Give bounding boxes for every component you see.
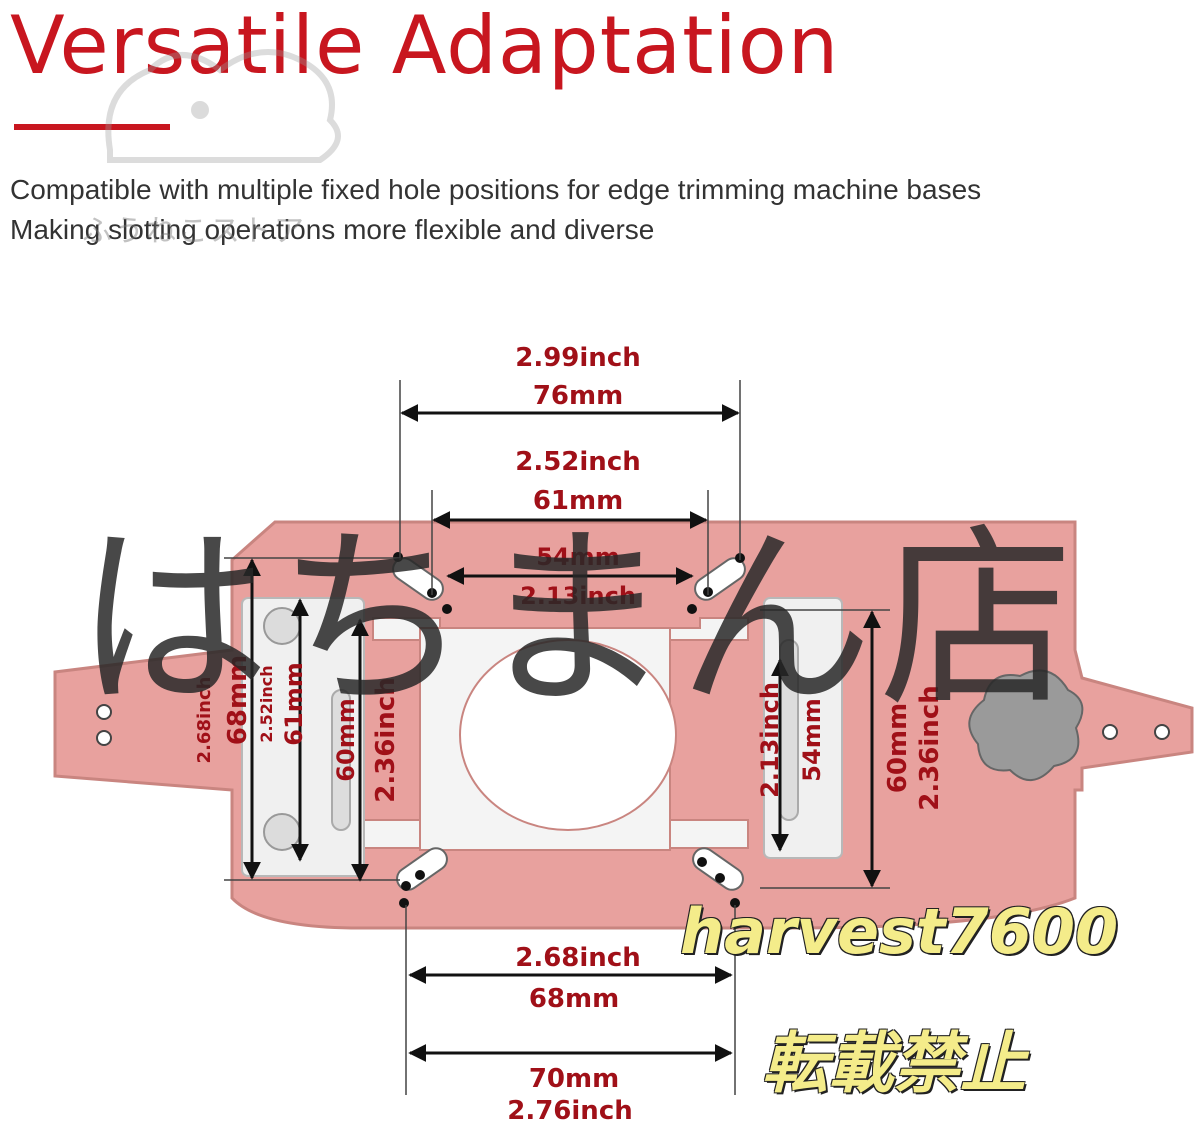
dim-top-outer-inch: 2.99inch [515, 343, 641, 373]
dim-right-outer-mm: 60mm [883, 703, 913, 793]
no-reprint-watermark: 転載禁止 [762, 1025, 1026, 1102]
logo-watermark-text: ふうねこストア [82, 214, 306, 249]
store-name-watermark: はちまん店 [75, 506, 1080, 733]
description-line-1: Compatible with multiple fixed hole posi… [10, 174, 982, 205]
description-line-2: Making slotting operations more flexible… [10, 214, 655, 245]
dim-left-outer-mm: 68mm [223, 655, 253, 745]
title-underline [14, 124, 170, 130]
dim-bottom-outer-inch: 2.76inch [507, 1096, 633, 1126]
dim-right-inner-mm: 54mm [798, 698, 826, 781]
left-bottom-screw [263, 813, 301, 851]
base-plate [53, 520, 1194, 930]
mount-holes [96, 704, 1170, 746]
dim-top-inner-mm: 61mm [533, 486, 623, 516]
slot-dots [393, 552, 745, 908]
dim-bottom-outer-mm: 70mm [529, 1064, 619, 1094]
left-slot [331, 689, 351, 831]
dim-bottom-inner-mm: 68mm [529, 984, 619, 1014]
page-title: Versatile Adaptation [10, 0, 840, 92]
dim-top-small-mm: 54mm [536, 543, 619, 571]
dim-top-inner-inch: 2.52inch [515, 447, 641, 477]
dim-left-center-inch: 2.36inch [371, 677, 401, 803]
dim-left-inner-mm: 61mm [280, 662, 308, 745]
dim-right-inner-inch: 2.13inch [756, 682, 784, 798]
dim-top-small-inch: 2.13inch [520, 582, 636, 610]
dim-left-inner-inch: 2.52inch [257, 665, 276, 742]
dim-bottom-inner-inch: 2.68inch [515, 943, 641, 973]
dim-left-outer-inch: 2.68inch [194, 677, 215, 764]
dim-right-outer-inch: 2.36inch [915, 685, 945, 811]
dim-left-center-mm: 60mm [332, 698, 360, 781]
dimension-arrows [243, 404, 881, 1062]
seller-id-watermark: harvest7600 [680, 895, 1119, 968]
dim-top-outer-mm: 76mm [533, 381, 623, 411]
extension-lines [224, 380, 890, 1095]
clamp-knob [968, 669, 1084, 781]
store-logo-watermark [105, 49, 341, 163]
center-hole [459, 639, 677, 831]
